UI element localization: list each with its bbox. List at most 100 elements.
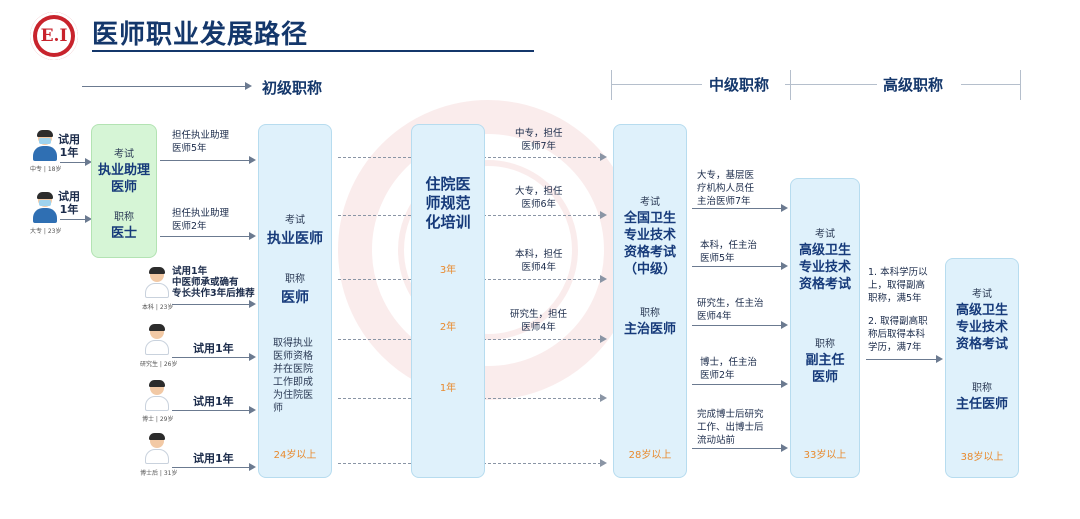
- divider-senior-right: [1020, 70, 1021, 100]
- middle-note: 研究生，担任 医师4年: [510, 309, 568, 333]
- assistant-note: 担任执业助理 医师5年: [172, 130, 230, 154]
- attending-title: 主治医师: [623, 322, 676, 337]
- arrow-line: [172, 467, 250, 468]
- arrowhead: [781, 262, 788, 270]
- person-tag: 中专 | 18岁: [30, 166, 62, 173]
- trial-text: 试用 1年: [58, 190, 80, 216]
- arrow-line: [60, 162, 86, 163]
- physician-exam: 执业医师: [267, 231, 323, 247]
- title-label: 职称: [640, 308, 660, 319]
- person-tag: 大专 | 23岁: [30, 228, 62, 235]
- senior-note: 本科，任主治 医师5年: [700, 240, 758, 264]
- associate-exam: 高级卫生 专业技术 资格考试: [798, 243, 851, 292]
- arrowhead: [781, 321, 788, 329]
- chief-note: 1. 本科学历以 上，取得副高 职称，满5年: [868, 267, 928, 304]
- training-years-3: 3年: [439, 265, 457, 276]
- arrow-line: [160, 160, 250, 161]
- arrowhead: [936, 355, 943, 363]
- level-middle: 中级职称: [709, 76, 770, 94]
- arrow-line: [60, 219, 86, 220]
- arrowhead: [85, 215, 92, 223]
- associate-title: 副主任 医师: [805, 353, 845, 385]
- training-title: 住院医 师规范 化培训: [425, 175, 471, 231]
- trial-text: 试用1年: [193, 395, 234, 408]
- arrowhead: [781, 380, 788, 388]
- arrow-line: [692, 448, 782, 449]
- exam-label: 考试: [972, 289, 992, 300]
- logo-mark: E.I: [37, 19, 71, 53]
- exam-label: 考试: [114, 149, 134, 160]
- arrowhead: [249, 300, 256, 308]
- chief-note: 2. 取得副高职 称后取得本科 学历，满7年: [868, 316, 928, 353]
- trial-text: 试用1年: [193, 452, 234, 465]
- trial-text: 试用1年: [193, 342, 234, 355]
- exam-label: 考试: [640, 197, 660, 208]
- arrowhead: [600, 275, 607, 283]
- title-label: 职称: [285, 274, 305, 285]
- exam-label: 考试: [815, 229, 835, 240]
- level-junior: 初级职称: [262, 79, 323, 97]
- arrowhead: [249, 232, 256, 240]
- arrowhead: [781, 444, 788, 452]
- arrowhead: [85, 158, 92, 166]
- attending-box: 考试 全国卫生 专业技术 资格考试 （中级） 职称 主治医师 28岁以上: [613, 124, 687, 478]
- person-benke: [144, 267, 170, 300]
- middle-note: 本科，担任 医师4年: [515, 249, 563, 273]
- title-label: 职称: [114, 212, 134, 223]
- arrow-line: [692, 208, 782, 209]
- arrowhead: [781, 204, 788, 212]
- physician-note: 取得执业 医师资格 并在医院 工作即成 为住院医 师: [273, 338, 313, 414]
- arrow-line: [692, 325, 782, 326]
- watermark-seal-inner: [398, 160, 578, 340]
- attending-exam: 全国卫生 专业技术 资格考试 （中级）: [623, 211, 676, 277]
- physician-age: 24岁以上: [273, 450, 317, 461]
- middle-rule-left: [612, 84, 702, 85]
- person-tag: 博士 | 29岁: [142, 416, 174, 423]
- chief-box: 考试 高级卫生 专业技术 资格考试 职称 主任医师 38岁以上: [945, 258, 1019, 478]
- junior-arrowhead: [245, 82, 252, 90]
- physician-box: 考试 执业医师 职称 医师 取得执业 医师资格 并在医院 工作即成 为住院医 师…: [258, 124, 332, 478]
- title-label: 职称: [972, 383, 992, 394]
- middle-note: 大专，担任 医师6年: [515, 186, 563, 210]
- arrowhead: [600, 394, 607, 402]
- senior-note: 研究生，任主治 医师4年: [697, 298, 764, 322]
- chief-title: 主任医师: [955, 397, 1008, 412]
- arrowhead: [249, 353, 256, 361]
- arrowhead: [249, 463, 256, 471]
- assistant-exam: 执业助理医师: [98, 163, 151, 195]
- associate-box: 考试 高级卫生 专业技术 资格考试 职称 副主任 医师 33岁以上: [790, 178, 860, 478]
- divider-middle-right: [790, 70, 791, 100]
- physician-title: 医师: [281, 290, 309, 306]
- exam-label: 考试: [285, 215, 305, 226]
- trial-text: 试用 1年: [58, 133, 80, 159]
- person-tag: 研究生 | 26岁: [140, 361, 178, 368]
- middle-rule-right: [785, 84, 791, 85]
- title-underline: [92, 50, 534, 52]
- person-boshihou: [144, 433, 170, 466]
- person-zhongzhuan: [32, 130, 58, 163]
- page-title: 医师职业发展路径: [92, 20, 309, 50]
- senior-rule-left: [791, 84, 877, 85]
- arrowhead: [600, 459, 607, 467]
- divider-middle-left: [611, 70, 612, 100]
- person-yanjiusheng: [144, 324, 170, 357]
- arrowhead: [600, 153, 607, 161]
- arrowhead: [249, 156, 256, 164]
- person-boshi: [144, 380, 170, 413]
- associate-age: 33岁以上: [803, 450, 847, 461]
- arrow-line: [866, 359, 937, 360]
- junior-arrow-line: [82, 86, 247, 87]
- arrowhead: [600, 335, 607, 343]
- logo: E.I: [30, 12, 78, 60]
- person-tag: 博士后 | 31岁: [140, 470, 178, 477]
- training-years-1: 1年: [439, 383, 457, 394]
- arrowhead: [600, 211, 607, 219]
- person-tag: 本科 | 23岁: [142, 304, 174, 311]
- training-years-2: 2年: [439, 322, 457, 333]
- arrow-line: [172, 304, 250, 305]
- arrow-line: [692, 266, 782, 267]
- arrow-line: [172, 410, 250, 411]
- assistant-box: 考试 执业助理医师 职称 医士: [91, 124, 157, 258]
- senior-note: 博士，任主治 医师2年: [700, 357, 758, 381]
- arrow-line: [692, 384, 782, 385]
